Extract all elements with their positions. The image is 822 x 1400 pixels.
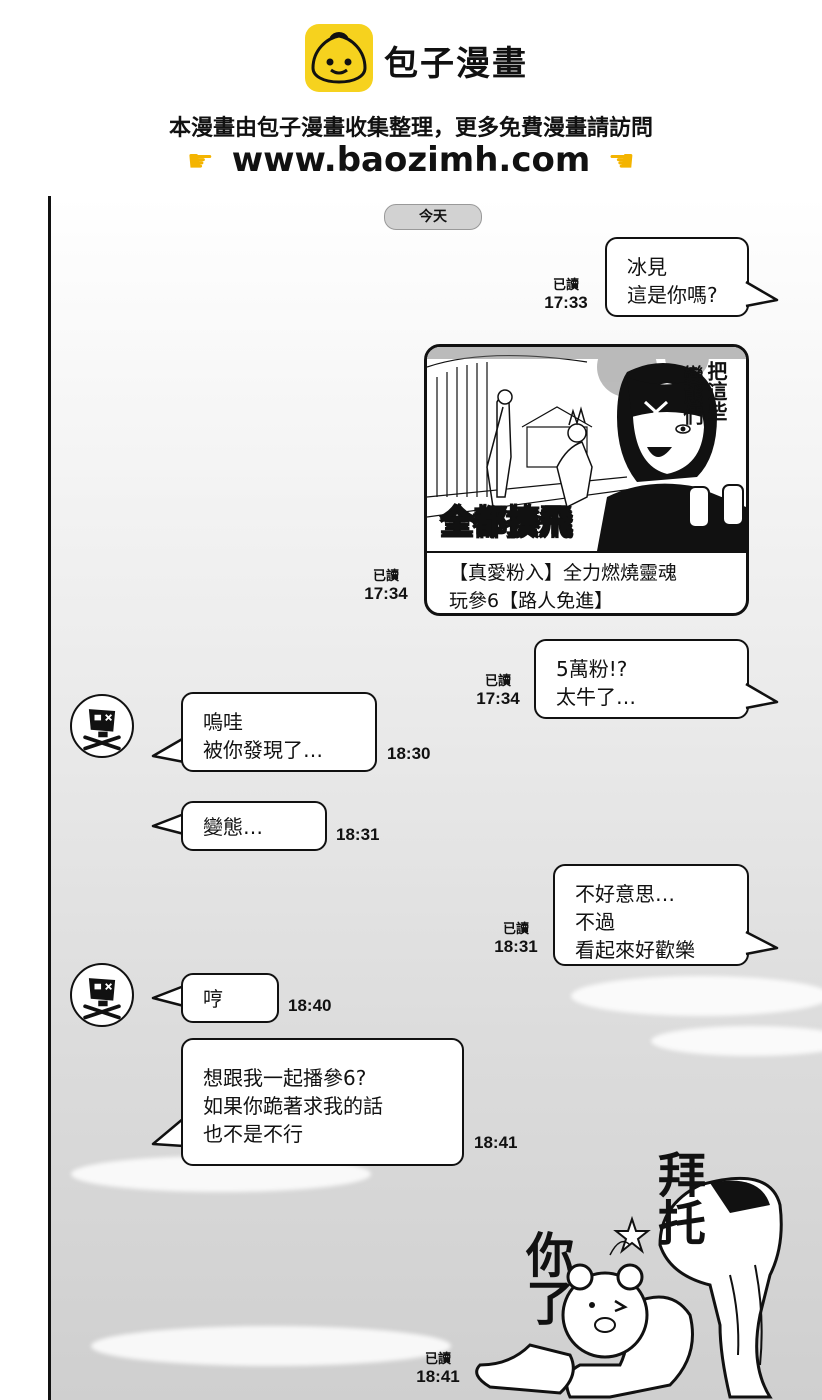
card-divider (427, 551, 746, 553)
message-meta: 已讀 17:34 (472, 672, 524, 708)
sticker-text-left: 你了 (517, 1230, 573, 1326)
thumbnail-side-text: 變態們 (680, 365, 704, 425)
bubble-tail (745, 682, 779, 710)
message-line: 也不是不行 (203, 1122, 303, 1146)
skull-avatar-icon[interactable] (70, 963, 134, 1027)
message-meta: 已讀 18:31 (490, 920, 542, 956)
message-bubble-received[interactable]: 嗚哇 被你發現了… (181, 692, 377, 772)
message-time: 18:40 (288, 996, 332, 1015)
read-receipt: 已讀 (424, 1351, 451, 1366)
message-meta: 已讀 17:33 (540, 276, 592, 312)
message-time: 17:34 (364, 584, 408, 603)
notice-text: 本漫畫由包子漫畫收集整理，更多免費漫畫請訪問 (168, 116, 653, 141)
site-banner: 包子漫畫 本漫畫由包子漫畫收集整理，更多免費漫畫請訪問 ☛ www.baozimh… (0, 0, 822, 195)
bun-logo-icon[interactable] (305, 24, 373, 92)
message-time: 17:34 (476, 689, 520, 708)
message-line: 不好意思… (575, 882, 675, 906)
message-bubble-sent[interactable]: 不好意思… 不過 看起來好歡樂 (553, 864, 749, 966)
message-line: 不過 (575, 910, 615, 934)
site-url-link[interactable]: www.baozimh.com (231, 140, 591, 180)
message-line: 冰見 (627, 255, 667, 279)
read-receipt: 已讀 (552, 277, 579, 292)
message-line: 5萬粉!? (556, 657, 628, 681)
video-title-line: 玩參6【路人免進】 (449, 590, 614, 612)
video-share-card[interactable]: 全都揍飛 把這些 變態們 【真愛粉入】全力燃燒靈魂 玩參6【路人免進】 (424, 344, 749, 616)
url-row[interactable]: ☛ www.baozimh.com ☛ (0, 140, 822, 180)
cloud-decoration (651, 1026, 822, 1056)
message-time: 18:41 (474, 1133, 518, 1152)
message-time: 18:31 (336, 825, 380, 844)
brand-title: 包子漫畫 (384, 44, 528, 84)
thumbnail-caption: 全都揍飛 (440, 502, 574, 542)
message-bubble-received[interactable]: 哼 (181, 973, 279, 1023)
bubble-tail (745, 280, 779, 308)
message-bubble-sent[interactable]: 5萬粉!? 太牛了… (534, 639, 749, 719)
video-title[interactable]: 【真愛粉入】全力燃燒靈魂 玩參6【路人免進】 (449, 559, 678, 613)
message-line: 嗚哇 (203, 710, 243, 734)
message-bubble-received[interactable]: 想跟我一起播參6? 如果你跪著求我的話 也不是不行 (181, 1038, 464, 1166)
message-time: 18:30 (387, 744, 431, 763)
message-line: 這是你嗎? (627, 283, 718, 307)
side-text-line: 變態們 (680, 365, 704, 425)
message-line: 太牛了… (556, 685, 636, 709)
pointing-hand-icon: ☛ (608, 144, 636, 179)
video-title-line: 【真愛粉入】全力燃燒靈魂 (449, 562, 678, 584)
message-time: 18:41 (416, 1367, 460, 1386)
thumbnail-side-text: 把這些 (704, 361, 728, 421)
message-bubble-sent[interactable]: 冰見 這是你嗎? (605, 237, 749, 317)
message-line: 看起來好歡樂 (575, 938, 695, 962)
message-bubble-received[interactable]: 變態… (181, 801, 327, 851)
message-line: 想跟我一起播參6? (203, 1066, 367, 1090)
message-meta: 已讀 18:41 (412, 1350, 464, 1386)
read-receipt: 已讀 (502, 921, 529, 936)
message-line: 變態… (203, 815, 263, 839)
side-text-line: 把這些 (704, 361, 728, 421)
date-divider: 今天 (384, 204, 482, 230)
read-receipt: 已讀 (484, 673, 511, 688)
skull-avatar-icon[interactable] (70, 694, 134, 758)
bowing-bear-sticker[interactable] (470, 1165, 820, 1400)
message-line: 被你發現了… (203, 738, 323, 762)
read-receipt: 已讀 (372, 568, 399, 583)
sticker-text-right: 拜托 (649, 1150, 705, 1246)
bubble-tail (151, 812, 185, 836)
bubble-tail (745, 930, 779, 956)
message-time: 18:31 (494, 937, 538, 956)
video-thumbnail[interactable] (427, 347, 746, 551)
message-line: 如果你跪著求我的話 (203, 1094, 383, 1118)
message-time: 17:33 (544, 293, 588, 312)
cloud-decoration (571, 976, 822, 1016)
pointing-hand-icon: ☛ (186, 144, 214, 179)
message-meta: 已讀 17:34 (360, 567, 412, 603)
bubble-tail (151, 736, 185, 764)
bubble-tail (151, 984, 185, 1008)
message-line: 哼 (203, 987, 223, 1011)
cloud-decoration (91, 1326, 451, 1366)
bubble-tail (151, 1117, 185, 1148)
